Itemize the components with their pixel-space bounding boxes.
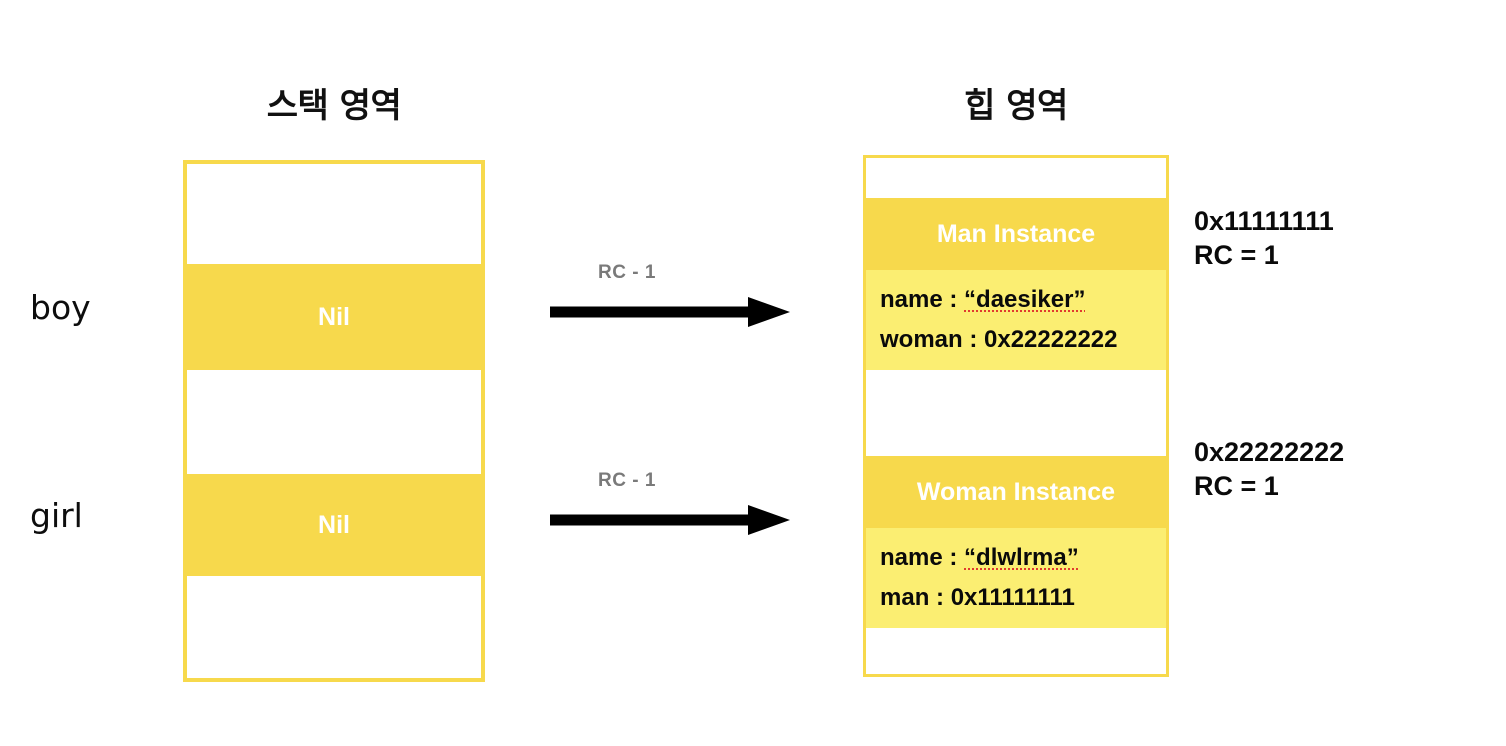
woman-property-man-key: man :	[880, 584, 951, 611]
heap-memory-box: Man Instance name : “daesiker” woman : 0…	[863, 155, 1169, 677]
heap-section-title: 힙 영역	[964, 86, 1068, 126]
man-property-woman-key: woman :	[880, 326, 985, 353]
heap-instance-woman: Woman Instance name : “dlwlrma” man : 0x…	[866, 456, 1166, 628]
heap-instance-gap	[866, 400, 1166, 426]
man-property-name-key: name :	[880, 286, 965, 313]
man-property-woman-value: 0x22222222	[984, 326, 1118, 353]
stack-slot-top-empty	[187, 164, 481, 264]
man-instance-address-note: 0x11111111 RC = 1	[1194, 205, 1334, 273]
woman-property-name-key: name :	[880, 544, 965, 571]
arrow-right-icon	[550, 505, 790, 535]
arrow-label-rc-decrement-1: RC - 1	[598, 262, 656, 283]
stack-slot-boy: Nil	[187, 264, 481, 370]
woman-instance-refcount: RC = 1	[1194, 470, 1279, 501]
woman-property-name-value: “dlwlrma”	[964, 544, 1079, 571]
stack-section-title: 스택 영역	[266, 86, 402, 126]
man-instance-refcount: RC = 1	[1194, 239, 1279, 270]
woman-instance-body: name : “dlwlrma” man : 0x11111111	[866, 528, 1166, 628]
stack-slot-middle-empty	[187, 370, 481, 474]
arrow-label-rc-decrement-2: RC - 1	[598, 470, 656, 491]
man-instance-header: Man Instance	[866, 198, 1166, 270]
stack-slot-bottom-empty	[187, 576, 481, 678]
arrow-girl-to-woman: RC - 1	[550, 470, 790, 540]
man-instance-body: name : “daesiker” woman : 0x22222222	[866, 270, 1166, 370]
man-property-name: name : “daesiker”	[880, 288, 1166, 312]
woman-property-man: man : 0x11111111	[880, 586, 1166, 610]
woman-instance-header: Woman Instance	[866, 456, 1166, 528]
woman-instance-address-note: 0x22222222 RC = 1	[1194, 436, 1344, 504]
stack-variable-label-girl: girl	[30, 496, 83, 535]
arrow-right-icon	[550, 297, 790, 327]
man-property-name-value: “daesiker”	[964, 286, 1086, 313]
man-property-woman: woman : 0x22222222	[880, 328, 1166, 352]
man-instance-address: 0x11111111	[1194, 206, 1334, 236]
heap-top-padding	[866, 158, 1166, 168]
woman-property-man-value: 0x11111111	[950, 584, 1075, 611]
heap-bottom-padding	[866, 658, 1166, 674]
woman-instance-address: 0x22222222	[1194, 437, 1345, 467]
arrow-boy-to-man: RC - 1	[550, 262, 790, 332]
stack-variable-label-boy: boy	[30, 288, 91, 327]
stack-slot-girl: Nil	[187, 474, 481, 576]
heap-instance-man: Man Instance name : “daesiker” woman : 0…	[866, 198, 1166, 370]
woman-property-name: name : “dlwlrma”	[880, 546, 1166, 570]
stack-memory-box: Nil Nil	[183, 160, 485, 682]
